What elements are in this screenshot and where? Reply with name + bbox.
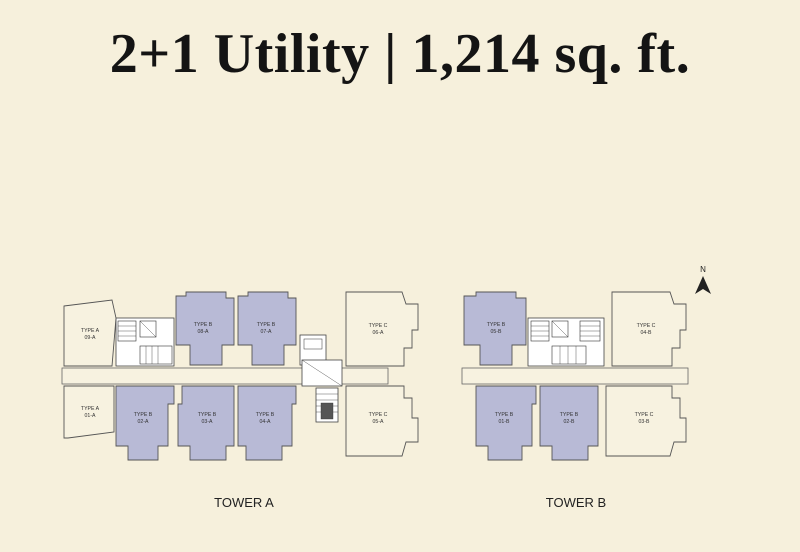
tower-b-corridor — [461, 367, 689, 385]
unit-type-label: TYPE C — [635, 412, 654, 418]
unit-type-label: TYPE B — [487, 322, 506, 328]
unit-08-a[interactable]: TYPE B 08-A — [175, 291, 235, 366]
unit-07-a[interactable]: TYPE B 07-A — [237, 291, 297, 366]
tower-a-label: TOWER A — [214, 495, 274, 510]
unit-03-b: TYPE C 03-B — [605, 385, 687, 457]
unit-01-b[interactable]: TYPE B 01-B — [475, 385, 537, 461]
unit-number-label: 01-A — [85, 413, 96, 419]
unit-number-label: 08-A — [198, 329, 209, 335]
unit-type-label: TYPE B — [256, 412, 275, 418]
unit-number-label: 09-A — [85, 335, 96, 341]
unit-type-label: TYPE C — [637, 323, 656, 329]
unit-09-a: TYPE A 09-A — [63, 299, 117, 367]
unit-type-label: TYPE A — [81, 328, 100, 334]
unit-type-label: TYPE C — [369, 323, 388, 329]
tower-a-core-center — [299, 334, 343, 423]
unit-type-label: TYPE B — [198, 412, 217, 418]
unit-number-label: 05-B — [491, 329, 502, 335]
tower-b-label: TOWER B — [546, 495, 606, 510]
unit-number-label: 06-A — [373, 330, 384, 336]
unit-04-a[interactable]: TYPE B 04-A — [237, 385, 297, 461]
unit-number-label: 03-A — [202, 419, 213, 425]
unit-type-label: TYPE B — [134, 412, 153, 418]
unit-number-label: 04-B — [641, 330, 652, 336]
north-label: N — [700, 265, 706, 274]
tower-b-core — [527, 317, 605, 367]
unit-number-label: 02-B — [564, 419, 575, 425]
unit-type-label: TYPE B — [495, 412, 514, 418]
unit-number-label: 01-B — [499, 419, 510, 425]
unit-number-label: 04-A — [260, 419, 271, 425]
unit-type-label: TYPE B — [257, 322, 276, 328]
unit-number-label: 03-B — [639, 419, 650, 425]
unit-number-label: 02-A — [138, 419, 149, 425]
unit-type-label: TYPE A — [81, 406, 100, 412]
unit-number-label: 05-A — [373, 419, 384, 425]
unit-type-label: TYPE C — [369, 412, 388, 418]
unit-04-b: TYPE C 04-B — [611, 291, 687, 367]
north-arrow-icon: N — [695, 265, 711, 294]
unit-type-label: TYPE B — [560, 412, 579, 418]
unit-02-a[interactable]: TYPE B 02-A — [115, 385, 175, 461]
unit-05-a: TYPE C 05-A — [345, 385, 419, 457]
unit-03-a[interactable]: TYPE B 03-A — [177, 385, 235, 461]
unit-05-b[interactable]: TYPE B 05-B — [463, 291, 527, 366]
unit-type-label: TYPE B — [194, 322, 213, 328]
unit-02-b[interactable]: TYPE B 02-B — [539, 385, 599, 461]
unit-number-label: 07-A — [261, 329, 272, 335]
unit-06-a: TYPE C 06-A — [345, 291, 419, 367]
tower-a-core-left — [115, 317, 175, 367]
unit-01-a: TYPE A 01-A — [63, 385, 115, 439]
page-title: 2+1 Utility | 1,214 sq. ft. — [109, 23, 691, 85]
